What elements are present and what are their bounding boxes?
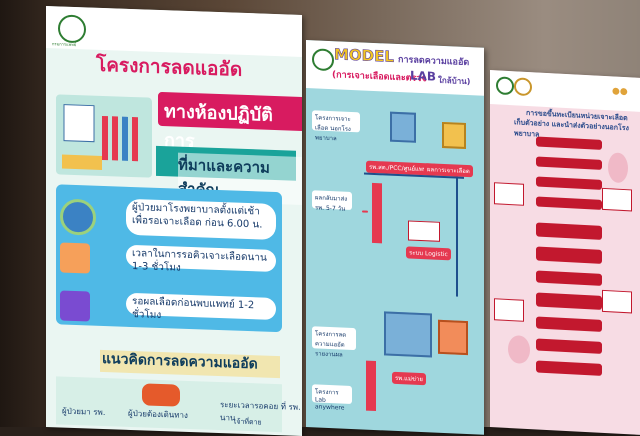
checkmark-icon (60, 198, 96, 236)
process-step (536, 292, 602, 310)
logo-text: กรมการแพทย์ (52, 41, 77, 48)
process-step (536, 338, 602, 354)
side-note (494, 182, 524, 206)
flow-node: ผลกลับมาส่งรพ. 5-7 วัน (312, 190, 352, 213)
banner-lab-congestion: กรมการแพทย์ โครงการลดแออัด ทางห้องปฏิบัต… (46, 6, 302, 436)
hospital-logo-icon (514, 77, 532, 97)
health-center-icon (442, 121, 466, 149)
process-step (536, 176, 602, 190)
banner-title-line1: โครงการลดแออัด (96, 53, 243, 81)
arrow-up-icon (372, 182, 382, 244)
doctor-illustration-icon (608, 152, 628, 184)
lab-word: LAB (410, 68, 437, 84)
arrow-up-icon (366, 360, 376, 412)
ministry-logo-icon (312, 48, 334, 72)
banner-model: MODEL การลดความแออัด (การเจาะเลือดและตรว… (306, 40, 484, 435)
process-step (536, 222, 602, 240)
process-step (536, 136, 602, 150)
hospital-building-icon (384, 311, 432, 358)
side-note (602, 187, 632, 212)
test-tube-icon (60, 290, 90, 322)
process-step (536, 316, 602, 332)
ministry-logo-icon (496, 76, 514, 96)
process-step (536, 270, 602, 286)
hospital-building-icon (438, 319, 468, 356)
ministry-logo-icon (58, 14, 86, 44)
process-step (536, 246, 602, 264)
flow-connector (456, 176, 458, 297)
process-step (536, 156, 602, 170)
ambulance-icon (408, 220, 440, 242)
concept-label: ผู้ป่วยมา รพ. (62, 406, 106, 418)
flow-node-red: ระบบ Logistic (406, 246, 451, 261)
side-note (602, 289, 632, 314)
flow-node-red: รพ.แม่ข่าย (392, 371, 426, 386)
near-home-text: ใกล้บ้าน) (438, 75, 471, 87)
people-queue-icon (60, 242, 90, 274)
flow-node: โครงการลดความแออัด รายงานผล (312, 326, 356, 359)
reason-item: เวลาในการรอคิวเจาะเลือดนาน 1-3 ชั่วโมง (126, 244, 276, 273)
concept-label: ผู้ป่วยต้องเดินทาง (128, 408, 188, 420)
banner-registration: ●● การขอขึ้นทะเบียนหน่วยเจาะเลือด เก็บตั… (490, 70, 640, 435)
flow-node: โครงการเจาะเลือด นอกโรงพยาบาล (312, 110, 360, 142)
process-step (536, 360, 602, 376)
decoration-dots-icon: ●● (612, 86, 628, 98)
reason-item: ผู้ป่วยมาโรงพยาบาลตั้งแต่เช้า เพื่อรอเจา… (126, 198, 276, 241)
hospital-building-icon (390, 111, 416, 143)
reason-item: รอผลเลือดก่อนพบแพทย์ 1-2 ชั่วโมง (126, 292, 276, 321)
flow-node: โครงการ Lab anywhere (312, 384, 352, 412)
flow-node-red (362, 210, 368, 213)
lab-tubes-icon (62, 104, 138, 170)
side-note (494, 298, 524, 322)
car-icon (142, 383, 180, 407)
model-word: MODEL (334, 45, 395, 66)
staff-illustration-icon (508, 334, 530, 365)
process-step (536, 196, 602, 210)
lab-illustration-icon (56, 94, 152, 178)
